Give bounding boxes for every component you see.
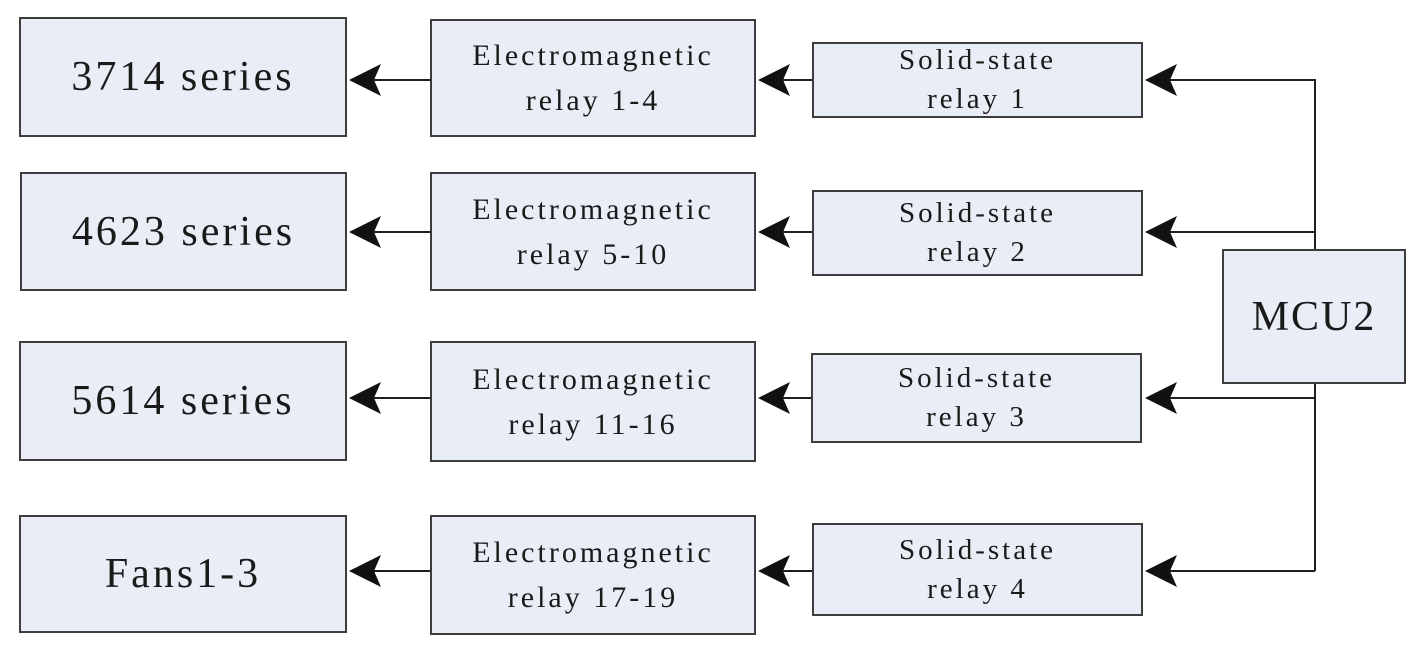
relay-label-line1: Electromagnetic xyxy=(472,192,714,226)
target-label: 5614 series xyxy=(71,378,295,424)
row3-connectors xyxy=(349,382,1315,414)
ssr-label-line2: relay 2 xyxy=(927,236,1028,268)
row1-connectors xyxy=(349,64,1315,96)
ssr-label-line1: Solid-state xyxy=(898,533,1057,566)
relay-label-line1: Electromagnetic xyxy=(472,536,714,569)
target-label: 3714 series xyxy=(71,54,295,100)
target-box-row1: 3714 series xyxy=(19,17,347,137)
relay-label-line2: relay 11-16 xyxy=(508,407,678,441)
arrow-left-icon xyxy=(349,64,381,96)
solid-state-relay-box-row1: Solid-state relay 1 xyxy=(812,42,1143,118)
arrow-left-icon xyxy=(349,555,381,587)
target-box-row3: 5614 series xyxy=(19,341,347,461)
mcu2-box: MCU2 xyxy=(1222,249,1406,384)
ssr-label-line1: Solid-state xyxy=(898,44,1057,76)
electromagnetic-relay-box-row2: Electromagnetic relay 5-10 xyxy=(430,172,756,291)
solid-state-relay-box-row3: Solid-state relay 3 xyxy=(811,353,1142,443)
arrow-left-icon xyxy=(1145,382,1177,414)
solid-state-relay-box-row4: Solid-state relay 4 xyxy=(812,523,1143,616)
target-box-row4: Fans1-3 xyxy=(19,515,347,633)
arrow-left-icon xyxy=(1145,555,1177,587)
arrow-left-icon xyxy=(758,382,790,414)
ssr-label-line2: relay 3 xyxy=(926,401,1027,433)
arrow-left-icon xyxy=(758,216,790,248)
relay-label-line1: Electromagnetic xyxy=(472,362,714,396)
electromagnetic-relay-box-row4: Electromagnetic relay 17-19 xyxy=(430,515,756,635)
relay-label-line2: relay 5-10 xyxy=(516,237,670,271)
ssr-label-line1: Solid-state xyxy=(898,197,1057,229)
arrow-left-icon xyxy=(758,555,790,587)
ssr-label-line2: relay 1 xyxy=(927,83,1028,115)
arrow-left-icon xyxy=(349,216,381,248)
target-label: Fans1-3 xyxy=(104,551,262,597)
relay-label-line1: Electromagnetic xyxy=(472,39,714,72)
arrow-left-icon xyxy=(1145,216,1177,248)
relay-label-line2: relay 1-4 xyxy=(525,84,661,117)
ssr-label-line2: relay 4 xyxy=(927,572,1028,605)
electromagnetic-relay-box-row1: Electromagnetic relay 1-4 xyxy=(430,19,756,137)
arrow-left-icon xyxy=(758,64,790,96)
relay-label-line2: relay 17-19 xyxy=(507,581,679,614)
target-box-row2: 4623 series xyxy=(20,172,347,291)
mcu2-label: MCU2 xyxy=(1251,293,1377,340)
row4-connectors xyxy=(349,555,1315,587)
row2-connectors xyxy=(349,216,1315,248)
ssr-label-line1: Solid-state xyxy=(897,362,1056,394)
arrow-left-icon xyxy=(1145,64,1177,96)
solid-state-relay-box-row2: Solid-state relay 2 xyxy=(812,190,1143,276)
target-label: 4623 series xyxy=(71,208,296,255)
arrow-left-icon xyxy=(349,382,381,414)
electromagnetic-relay-box-row3: Electromagnetic relay 11-16 xyxy=(430,341,756,462)
